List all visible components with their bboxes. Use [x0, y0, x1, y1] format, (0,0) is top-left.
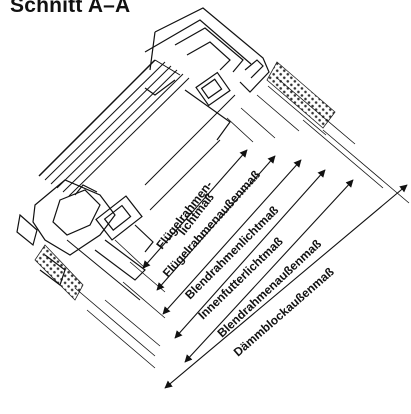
insulation-block-top — [266, 61, 336, 129]
labels: Flügelrahmen- lichtmaß Flügelrahmenaußen… — [153, 168, 336, 360]
glazing — [38, 59, 190, 197]
label-fluegel-1: Flügelrahmen- — [153, 178, 215, 252]
dim-daemmblock — [164, 184, 408, 389]
lower-frame-profile — [16, 179, 154, 286]
dimension-lines — [142, 149, 408, 389]
section-title: Schnitt A–A — [10, 0, 131, 17]
insulation-block-bottom — [34, 244, 84, 301]
extension-lines — [74, 77, 410, 369]
frame-profile — [144, 7, 270, 141]
